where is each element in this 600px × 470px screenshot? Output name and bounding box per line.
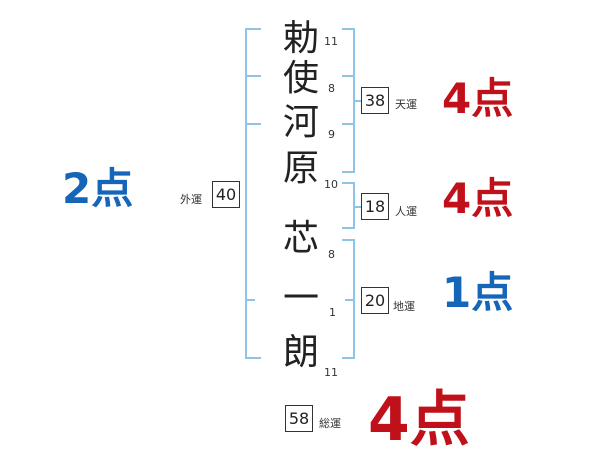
chiun-score: 1点: [442, 268, 514, 317]
stroke-count: 11: [324, 366, 338, 379]
souun-value: 58: [285, 405, 313, 432]
stroke-count: 9: [328, 128, 335, 141]
name-char: 勅: [282, 18, 319, 59]
chiun-label: 地運: [393, 300, 415, 313]
stroke-count: 8: [328, 82, 335, 95]
tenun-value: 38: [361, 87, 389, 114]
jinun-value: 18: [361, 193, 389, 220]
gaiun-score: 2点: [62, 164, 134, 213]
gaiun-label: 外運: [180, 193, 202, 206]
name-char: 原: [282, 148, 319, 189]
jinun-score: 4点: [442, 174, 514, 223]
name-char: 芯: [282, 218, 319, 259]
stroke-count: 8: [328, 248, 335, 261]
chiun-value: 20: [361, 287, 389, 314]
stroke-count: 1: [329, 306, 336, 319]
souun-label: 総運: [319, 417, 341, 430]
name-char: 河: [282, 102, 319, 143]
tenun-label: 天運: [395, 98, 417, 111]
souun-score: 4点: [368, 385, 470, 455]
name-char: 一: [282, 278, 319, 319]
name-char: 使: [282, 58, 319, 99]
stroke-count: 11: [324, 35, 338, 48]
jinun-label: 人運: [395, 205, 417, 218]
gaiun-value: 40: [212, 181, 240, 208]
name-char: 朗: [282, 332, 319, 373]
stroke-count: 10: [324, 178, 338, 191]
tenun-score: 4点: [442, 74, 514, 123]
